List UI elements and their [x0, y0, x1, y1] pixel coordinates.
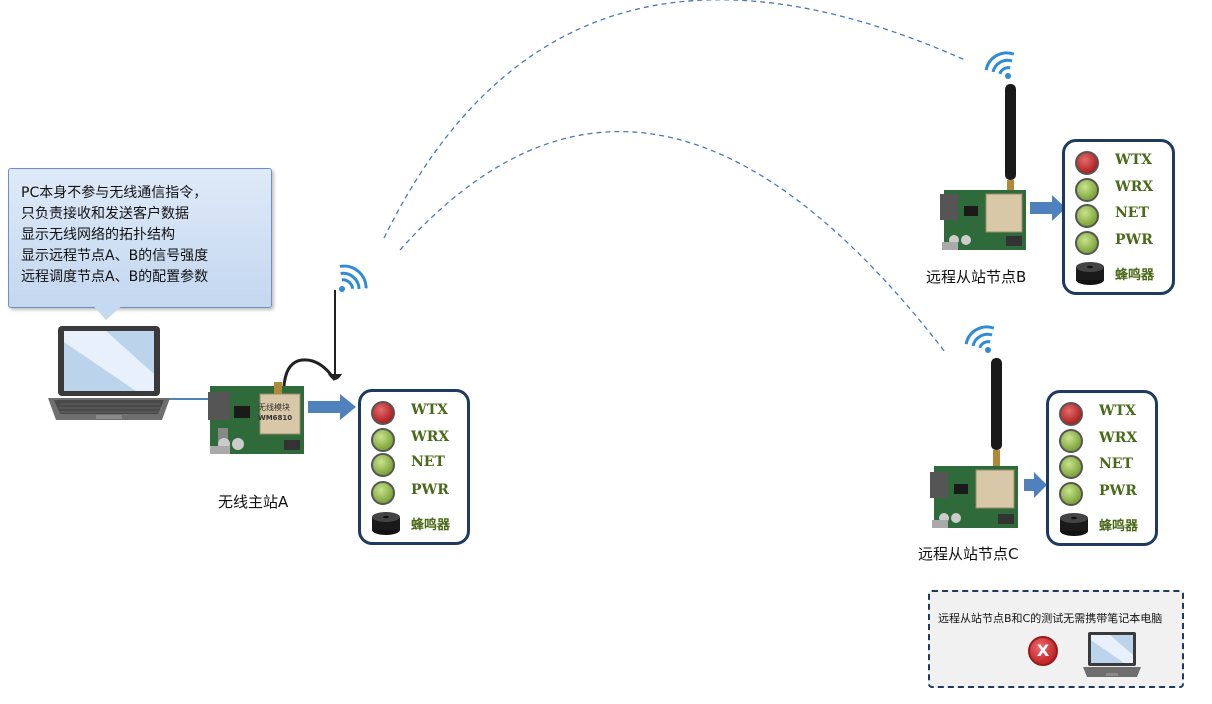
- antenna-icon: [1005, 84, 1016, 198]
- link-a-to-c: [399, 130, 946, 353]
- led-wrx: WRX: [1075, 177, 1169, 202]
- led-wrx-indicator: [1075, 178, 1099, 202]
- led-pwr: PWR: [371, 480, 465, 505]
- led-pwr: PWR: [1075, 230, 1169, 255]
- laptop-icon: [1083, 632, 1141, 677]
- board-chip-label: 无线模块: [258, 403, 290, 412]
- buzzer-label: 蜂鸣器: [1115, 268, 1155, 283]
- led-wrx-indicator: [371, 428, 395, 452]
- link-a-to-b: [383, 0, 966, 239]
- led-net-label: NET: [1099, 456, 1133, 472]
- buzzer-label: 蜂鸣器: [1099, 519, 1139, 534]
- led-wrx-label: WRX: [1099, 430, 1138, 446]
- callout-line: 显示远程节点A、B的信号强度: [21, 248, 209, 264]
- led-wtx-label: WTX: [411, 402, 449, 418]
- led-net: NET: [371, 452, 465, 477]
- buzzer-icon: [372, 512, 400, 535]
- led-net-label: NET: [411, 454, 445, 470]
- note-text: 远程从站节点B和C的测试无需携带笔记本电脑: [938, 612, 1163, 625]
- led-wtx-indicator: [1059, 402, 1083, 426]
- master-board-icon: [208, 382, 304, 454]
- note-box: 远程从站节点B和C的测试无需携带笔记本电脑 X: [928, 590, 1184, 688]
- led-wtx-label: WTX: [1115, 152, 1153, 168]
- node-c-label: 远程从站节点C: [918, 545, 1019, 563]
- master-led-panel: WTX WRX NET PWR 蜂鸣器: [358, 389, 470, 545]
- led-wtx-indicator: [1075, 151, 1099, 175]
- wifi-icon: [339, 264, 368, 292]
- led-wrx-label: WRX: [411, 429, 450, 445]
- antenna-icon: [282, 290, 342, 387]
- info-callout: PC本身不参与无线通信指令， 只负责接收和发送客户数据 显示无线网络的拓扑结构 …: [8, 168, 272, 308]
- wifi-icon: [964, 325, 995, 353]
- board-model-label: WM6810: [258, 414, 293, 422]
- node-b-label: 远程从站节点B: [926, 268, 1027, 286]
- arrow-icon: [1024, 472, 1047, 498]
- led-net: NET: [1059, 454, 1153, 479]
- node-b-led-panel: WTX WRX NET PWR 蜂鸣器: [1062, 139, 1175, 295]
- callout-line: 远程调度节点A、B的配置参数: [21, 269, 209, 285]
- node-c-board-icon: [930, 466, 1018, 528]
- led-net-indicator: [1059, 455, 1083, 479]
- callout-line: 显示无线网络的拓扑结构: [21, 227, 175, 243]
- led-net-indicator: [371, 453, 395, 477]
- buzzer-icon: [1060, 513, 1088, 536]
- led-wtx-indicator: [371, 401, 395, 425]
- led-wrx-label: WRX: [1115, 179, 1154, 195]
- callout-line: 只负责接收和发送客户数据: [21, 206, 189, 222]
- node-b-board-icon: [940, 190, 1026, 250]
- led-pwr-indicator: [371, 481, 395, 505]
- callout-tail: [92, 304, 124, 320]
- led-net: NET: [1075, 203, 1169, 228]
- buzzer-icon: [1076, 262, 1104, 285]
- antenna-icon: [991, 358, 1002, 468]
- led-pwr-label: PWR: [1115, 232, 1153, 248]
- led-pwr-label: PWR: [1099, 483, 1137, 499]
- master-label: 无线主站A: [218, 493, 289, 511]
- node-c-led-panel: WTX WRX NET PWR 蜂鸣器: [1046, 390, 1158, 546]
- led-wrx-indicator: [1059, 429, 1083, 453]
- led-pwr-indicator: [1059, 482, 1083, 506]
- led-wtx: WTX: [1059, 401, 1153, 426]
- led-wtx-label: WTX: [1099, 403, 1137, 419]
- wifi-icon: [984, 51, 1015, 79]
- laptop-icon: [48, 326, 170, 420]
- led-wrx: WRX: [1059, 428, 1153, 453]
- arrow-icon: [308, 394, 356, 420]
- buzzer-label: 蜂鸣器: [411, 518, 451, 533]
- callout-line: PC本身不参与无线通信指令，: [21, 185, 208, 201]
- led-net-indicator: [1075, 204, 1099, 228]
- led-pwr-indicator: [1075, 231, 1099, 255]
- led-wrx: WRX: [371, 427, 465, 452]
- led-pwr: PWR: [1059, 481, 1153, 506]
- led-pwr-label: PWR: [411, 482, 449, 498]
- led-net-label: NET: [1115, 205, 1149, 221]
- led-wtx: WTX: [1075, 150, 1169, 175]
- led-wtx: WTX: [371, 400, 465, 425]
- x-icon: X: [1028, 636, 1058, 666]
- arrow-icon: [1030, 195, 1066, 221]
